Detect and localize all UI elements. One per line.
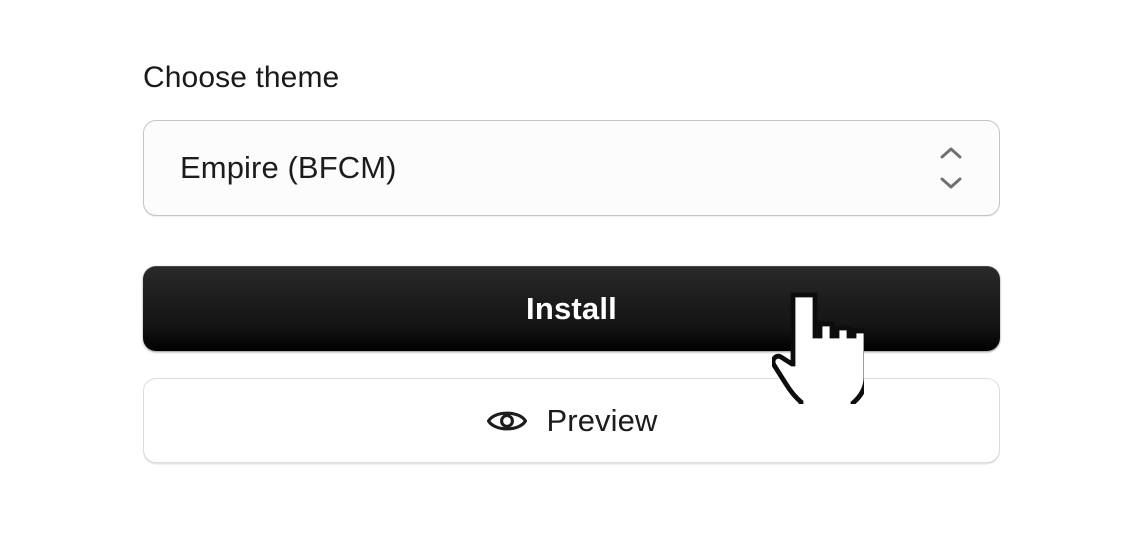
eye-icon [486,406,528,436]
theme-select[interactable]: Empire (BFCM) [143,120,1000,216]
preview-button[interactable]: Preview [143,378,1000,463]
theme-select-value: Empire (BFCM) [180,150,397,185]
install-button[interactable]: Install [143,266,1000,351]
preview-button-label: Preview [546,402,658,438]
install-button-label: Install [526,290,617,326]
choose-theme-label: Choose theme [143,61,340,94]
chevron-up-down-icon[interactable] [938,146,964,190]
